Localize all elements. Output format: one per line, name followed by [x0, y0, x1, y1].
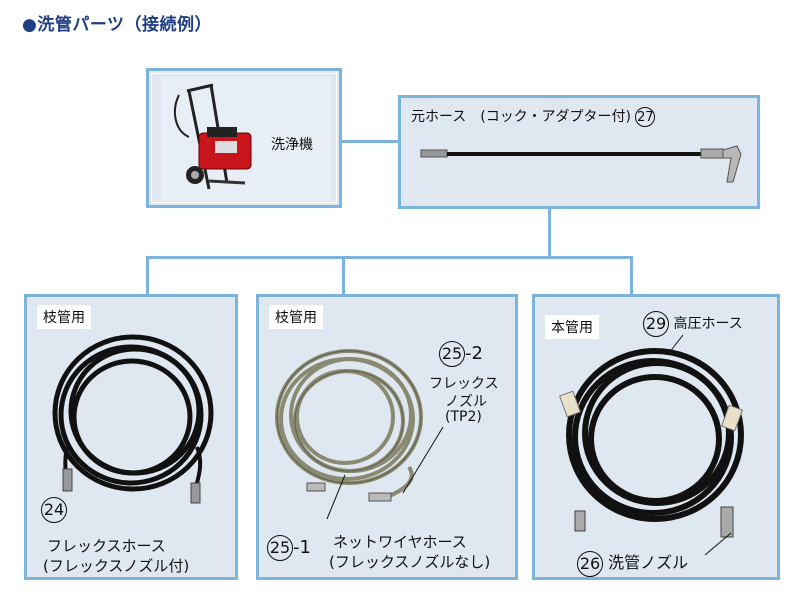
washer-box: 洗浄機: [146, 68, 342, 208]
nozzle-tp2-number: 25: [439, 341, 465, 367]
net-wire-hose-number: 25: [267, 535, 293, 561]
nozzle-tp2-id: 25-2: [439, 341, 483, 367]
nozzle-tp2-line2: ノズル: [445, 394, 487, 410]
main-hose-box: 元ホース (コック・アダプター付) 27: [398, 95, 760, 209]
left-panel-line1: フレックスホース: [47, 537, 166, 555]
nozzle-label: 26 洗管ノズル: [577, 549, 688, 577]
net-wire-hose-line2: (フレックスノズルなし): [329, 553, 491, 571]
connector-washer-to-hose: [340, 140, 400, 143]
nozzle-number: 26: [577, 550, 603, 577]
high-pressure-hose-label: 29 高圧ホース: [643, 311, 743, 337]
connector-branch-bar: [146, 256, 633, 259]
net-wire-hose-id: 25-1: [267, 535, 311, 561]
main-hose-image: [420, 145, 742, 183]
pressure-washer-image: [161, 77, 331, 201]
main-hose-label: 元ホース (コック・アダプター付) 27: [411, 107, 656, 127]
connector-right-drop: [630, 256, 633, 296]
main-hose-number: 27: [635, 107, 656, 127]
middle-panel: 枝管用 25-2 フレックス ノズル (TP2) 25-1 ネットワイヤホース …: [256, 294, 518, 580]
right-panel-tag: 本管用: [545, 315, 599, 339]
main-pipe-hose-image: [559, 334, 744, 556]
left-panel-line2: (フレックスノズル付): [43, 557, 190, 575]
high-pressure-hose-number: 29: [643, 311, 669, 337]
left-panel: 枝管用 24 フレックスホース (フレックスノズル付): [24, 294, 238, 580]
middle-panel-tag: 枝管用: [269, 305, 323, 329]
left-panel-number: 24: [41, 497, 67, 523]
nozzle-tp2-line3: (TP2): [445, 409, 482, 425]
net-wire-hose-line1: ネットワイヤホース: [333, 533, 467, 551]
page-title: ●洗管パーツ（接続例）: [22, 15, 212, 35]
washer-label: 洗浄機: [271, 137, 313, 153]
connector-hose-down: [548, 208, 551, 258]
connector-left-drop: [146, 256, 149, 296]
left-panel-tag: 枝管用: [37, 305, 91, 329]
right-panel: 本管用 29 高圧ホース 26 洗管ノズル: [532, 294, 780, 580]
nozzle-tp2-line1: フレックス: [429, 376, 499, 392]
flex-hose-image: [52, 334, 214, 504]
net-wire-hose-image: [275, 349, 444, 520]
connector-middle-drop: [342, 256, 345, 296]
